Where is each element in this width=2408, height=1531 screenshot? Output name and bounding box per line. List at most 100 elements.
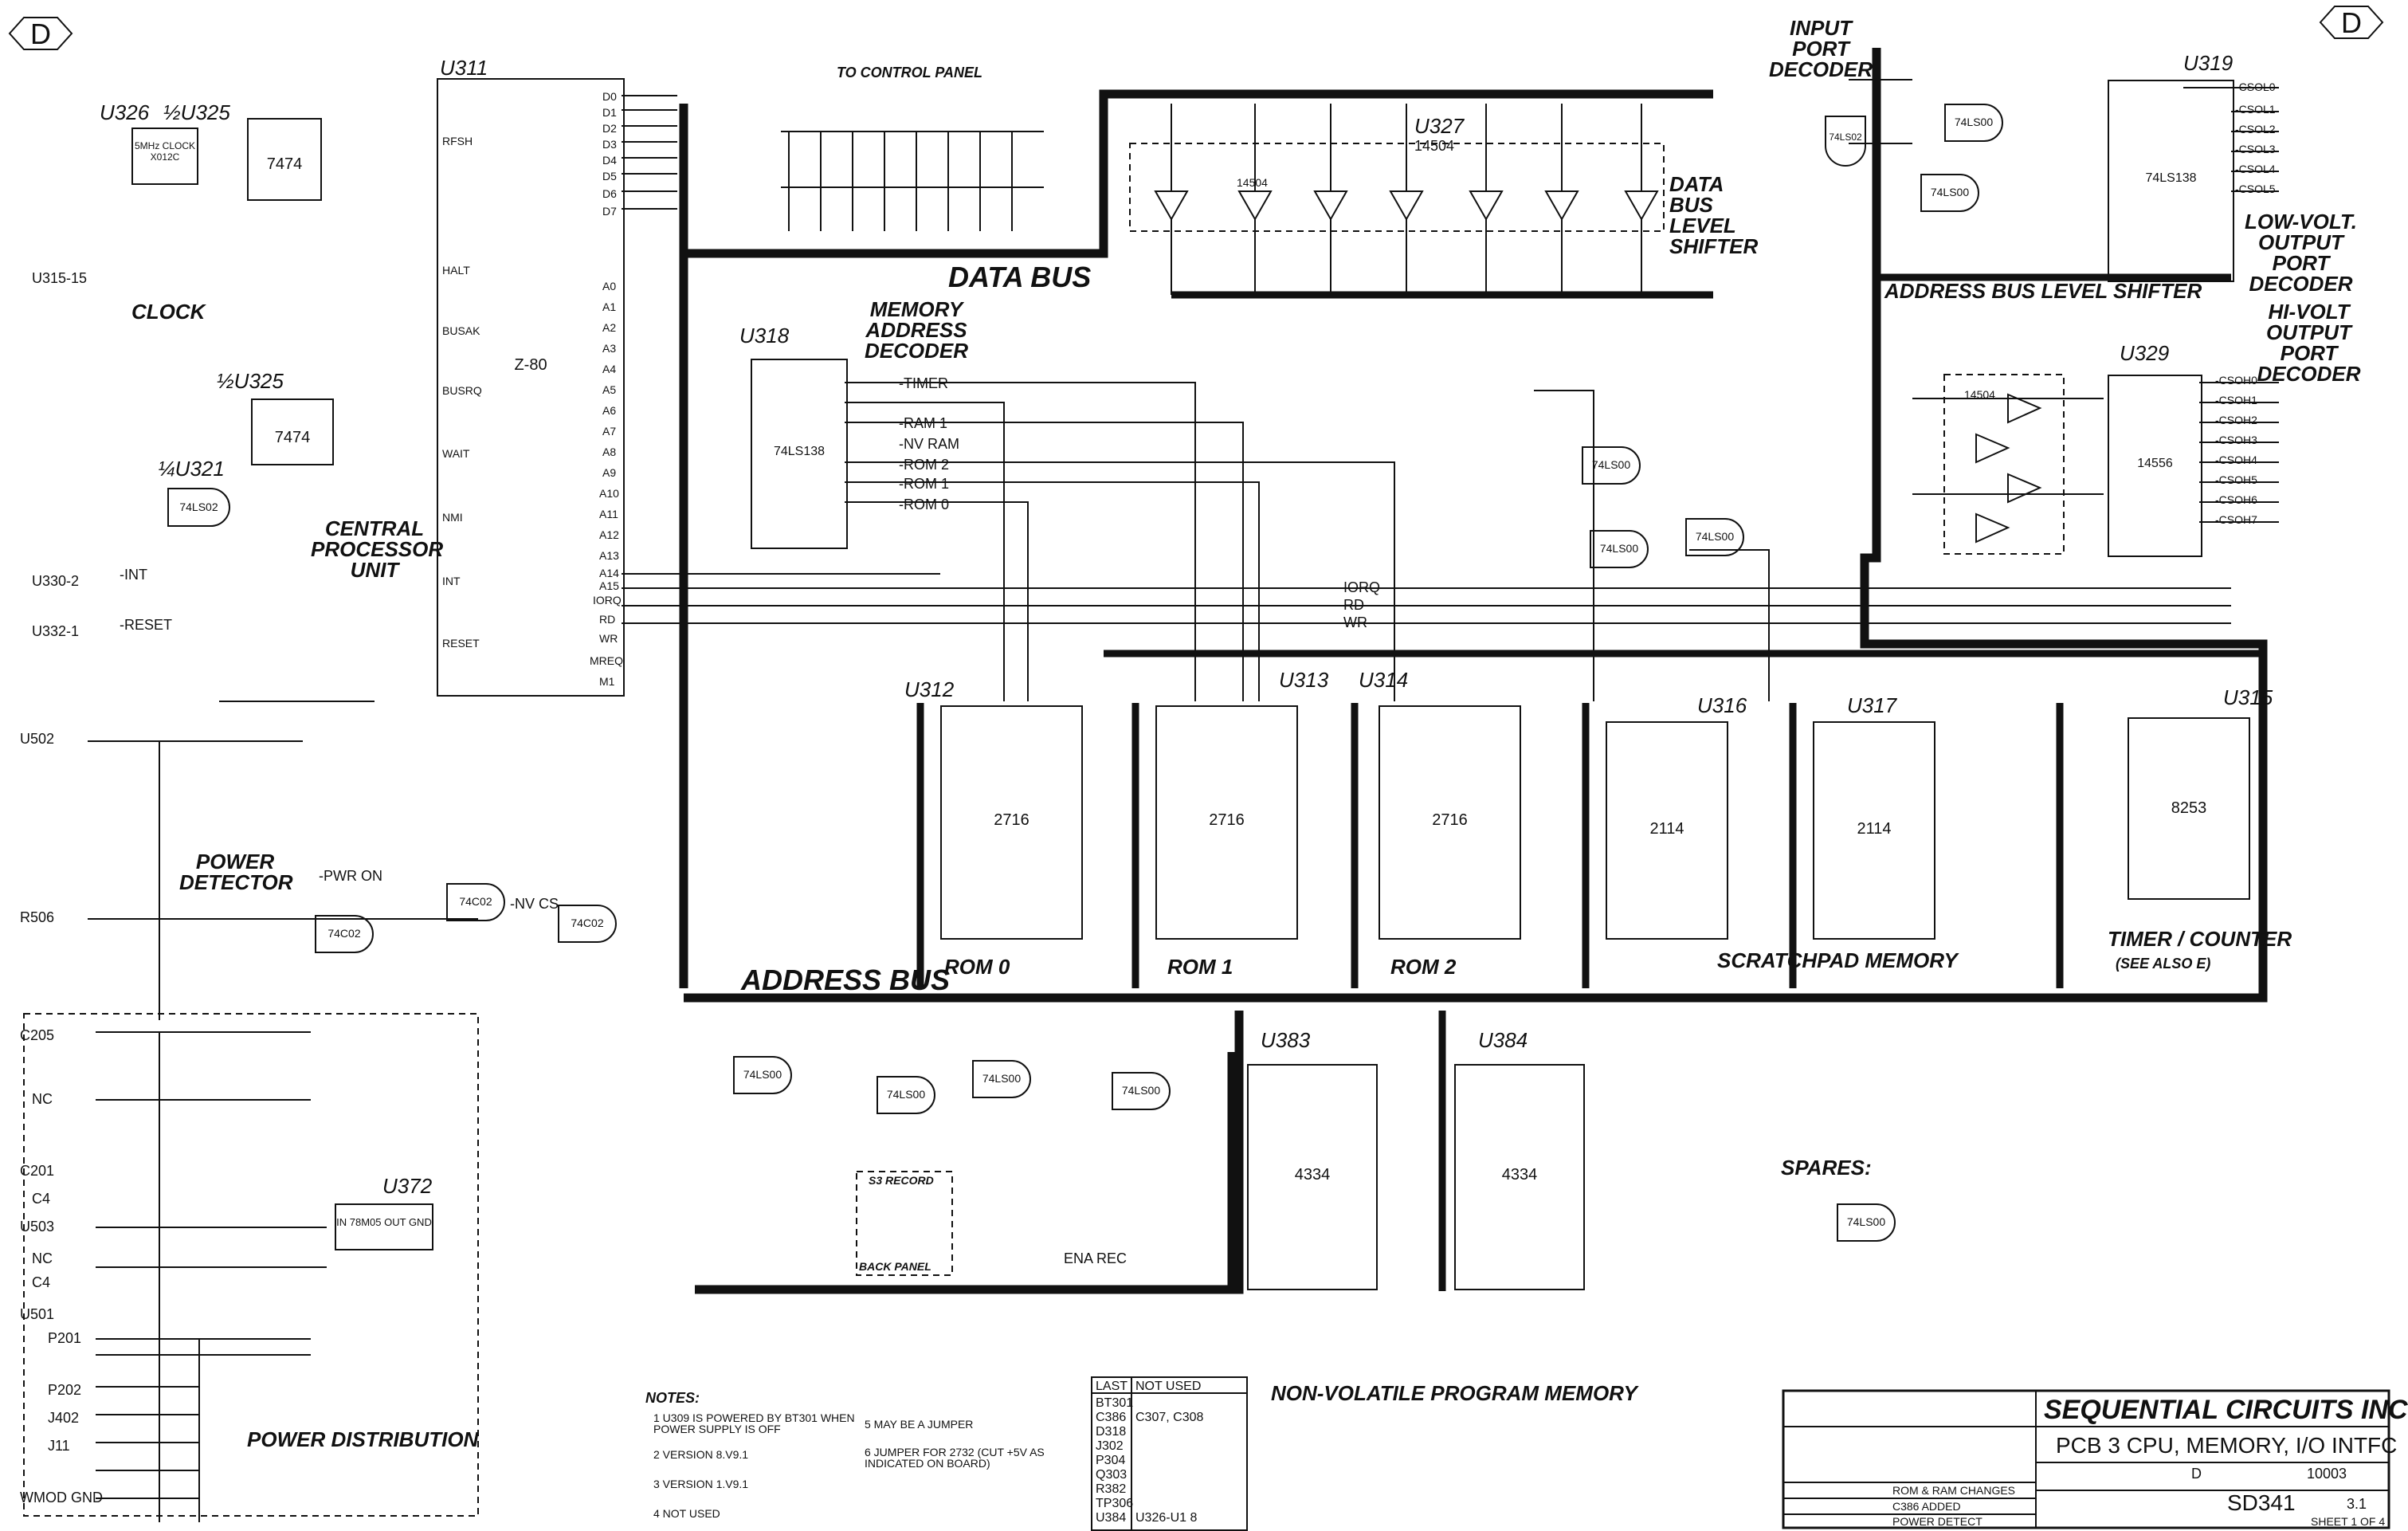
u315-ref: U315 bbox=[2223, 685, 2273, 709]
ref-row-2-last: D318 bbox=[1096, 1425, 1127, 1439]
u318-part: 74LS138 bbox=[773, 444, 826, 458]
scratchpad-memory-label: SCRATCHPAD MEMORY bbox=[1717, 948, 1958, 972]
pin-a5: A5 bbox=[602, 383, 617, 396]
drawing-size: D bbox=[2191, 1466, 2202, 1482]
u316-ref: U316 bbox=[1697, 693, 1747, 717]
address-bus-label: ADDRESS BUS bbox=[741, 964, 951, 996]
note-3: 3 VERSION 1.V9.1 bbox=[653, 1478, 749, 1490]
u328-part: 14504 bbox=[1237, 176, 1268, 189]
signal-c4: C4 bbox=[32, 1191, 51, 1207]
pin-a12: A12 bbox=[599, 528, 619, 541]
flipflop-1-part: 7474 bbox=[266, 155, 303, 173]
low-volt-decoder-chip: 74LS138 bbox=[2108, 80, 2234, 282]
corner-marker-left: D bbox=[30, 18, 51, 50]
data-bus-label: DATA BUS bbox=[948, 261, 1092, 293]
nand-gate-2: 74LS00 bbox=[877, 1076, 935, 1114]
pin-a11: A11 bbox=[599, 508, 618, 520]
rom1-label: ROM 1 bbox=[1167, 955, 1233, 979]
u372-part: IN 78M05 OUT GND bbox=[336, 1215, 432, 1228]
memory-address-decoder-label: MEMORY ADDRESS DECODER bbox=[865, 297, 969, 363]
sig-ena-rec: ENA REC bbox=[1064, 1250, 1128, 1266]
signal-wmod-gnd: WMOD GND bbox=[20, 1490, 103, 1505]
drawing-title: PCB 3 CPU, MEMORY, I/O INTFC bbox=[2056, 1433, 2398, 1458]
u317-part: 2114 bbox=[1857, 819, 1892, 838]
nand-gate-u310b: 74LS00 bbox=[1590, 530, 1649, 568]
hi-volt-decoder-chip: 14556 bbox=[2108, 375, 2202, 557]
nand-gate-u320b: 74LS00 bbox=[1920, 174, 1979, 212]
ref-row-0-last: BT301 bbox=[1096, 1396, 1134, 1410]
pin-m1: M1 bbox=[599, 675, 615, 688]
csol0: -CSOL0 bbox=[2235, 80, 2276, 93]
sig-rd: -RD bbox=[1339, 597, 1364, 613]
nand-gate-4: 74LS00 bbox=[1112, 1072, 1171, 1110]
u328b-part: 14504 bbox=[1964, 388, 1995, 401]
out-nvram: -NV RAM bbox=[899, 436, 959, 452]
note-6: 6 JUMPER FOR 2732 (CUT +5V AS INDICATED … bbox=[865, 1446, 1045, 1470]
u315-part: 8253 bbox=[2171, 799, 2207, 818]
out-ram1: -RAM 1 bbox=[899, 415, 948, 431]
memory-decoder-chip: 74LS138 bbox=[751, 359, 848, 549]
pin-d7: D7 bbox=[602, 205, 617, 218]
pin-d6: D6 bbox=[602, 187, 617, 200]
ref-row-5-last: Q303 bbox=[1096, 1468, 1128, 1482]
gate-1-part: 74LS00 bbox=[743, 1068, 782, 1082]
nvram2-chip: 4334 bbox=[1454, 1064, 1585, 1290]
u326-ref: U326 bbox=[100, 100, 150, 124]
pin-a8: A8 bbox=[602, 446, 617, 458]
ref-row-4-last: P304 bbox=[1096, 1454, 1126, 1467]
csoh1: -CSOH1 bbox=[2215, 394, 2257, 406]
u327-part: 14504 bbox=[1414, 138, 1455, 154]
z80-cpu-chip: Z-80 bbox=[437, 78, 625, 697]
pin-d1: D1 bbox=[602, 106, 617, 119]
u321-part: 74LS02 bbox=[179, 500, 218, 513]
pin-reset: RESET bbox=[442, 637, 480, 650]
u316-part: 2114 bbox=[1649, 819, 1684, 838]
pin-a10: A10 bbox=[599, 487, 619, 500]
ref-table-header-last: LAST bbox=[1096, 1380, 1128, 1393]
pin-a0: A0 bbox=[602, 280, 617, 292]
pin-d0: D0 bbox=[602, 90, 617, 103]
csoh5: -CSOH5 bbox=[2215, 473, 2257, 486]
signal-p202: P202 bbox=[48, 1382, 82, 1398]
gate-5-part: 74C02 bbox=[327, 927, 361, 940]
pin-a3: A3 bbox=[602, 342, 617, 355]
flipflop-2-part: 7474 bbox=[274, 429, 311, 446]
nand-gate-u310c: 74LS00 bbox=[1685, 518, 1744, 556]
csoh4: -CSOH4 bbox=[2215, 453, 2257, 466]
data-bus-level-shifter-label: DATA BUS LEVEL SHIFTER bbox=[1669, 172, 1759, 258]
pin-wait: WAIT bbox=[442, 447, 470, 460]
power-distribution-label: POWER DISTRIBUTION bbox=[247, 1427, 479, 1451]
signal-j402: J402 bbox=[48, 1410, 80, 1426]
pin-wr: WR bbox=[599, 632, 618, 645]
nand-gate-3: 74LS00 bbox=[972, 1060, 1031, 1098]
pin-a4: A4 bbox=[602, 363, 617, 375]
u327-ref: U327 bbox=[1414, 114, 1465, 138]
timer-chip: 8253 bbox=[2128, 717, 2250, 900]
rom1-chip: 2716 bbox=[1155, 705, 1298, 940]
u311-ref: U311 bbox=[440, 56, 488, 80]
out-rom0: -ROM 0 bbox=[899, 497, 949, 512]
s3-record-label: S3 RECORD bbox=[869, 1174, 934, 1187]
csol5: -CSOL5 bbox=[2235, 183, 2276, 195]
u312-part: 2716 bbox=[994, 811, 1029, 829]
revision-number: 3.1 bbox=[2347, 1496, 2367, 1512]
csoh0: -CSOH0 bbox=[2215, 374, 2257, 387]
signal-u332-1: U332-1 bbox=[32, 623, 80, 639]
nor-gate-u321: 74LS02 bbox=[167, 488, 230, 527]
pin-mreq: MREQ bbox=[590, 654, 623, 667]
signal-u503: U503 bbox=[20, 1219, 55, 1235]
u318-ref: U318 bbox=[739, 324, 790, 347]
signal-j11: J11 bbox=[48, 1438, 70, 1454]
nand-gate-u320a: 74LS00 bbox=[1944, 104, 2003, 142]
signal-u502: U502 bbox=[20, 731, 55, 747]
gate-4-part: 74LS00 bbox=[1121, 1084, 1161, 1097]
gate-10-part: 74LS00 bbox=[1695, 530, 1735, 544]
flipflop-chip-1: 7474 bbox=[247, 118, 322, 201]
document-number: SD341 bbox=[2227, 1490, 2296, 1515]
ram2-chip: 2114 bbox=[1813, 721, 1935, 940]
clock-label: CLOCK bbox=[131, 300, 206, 324]
nor-gate-u321b: 74LS02 bbox=[1825, 116, 1866, 167]
pin-a1: A1 bbox=[602, 300, 617, 313]
note-5: 5 MAY BE A JUMPER bbox=[865, 1418, 974, 1431]
